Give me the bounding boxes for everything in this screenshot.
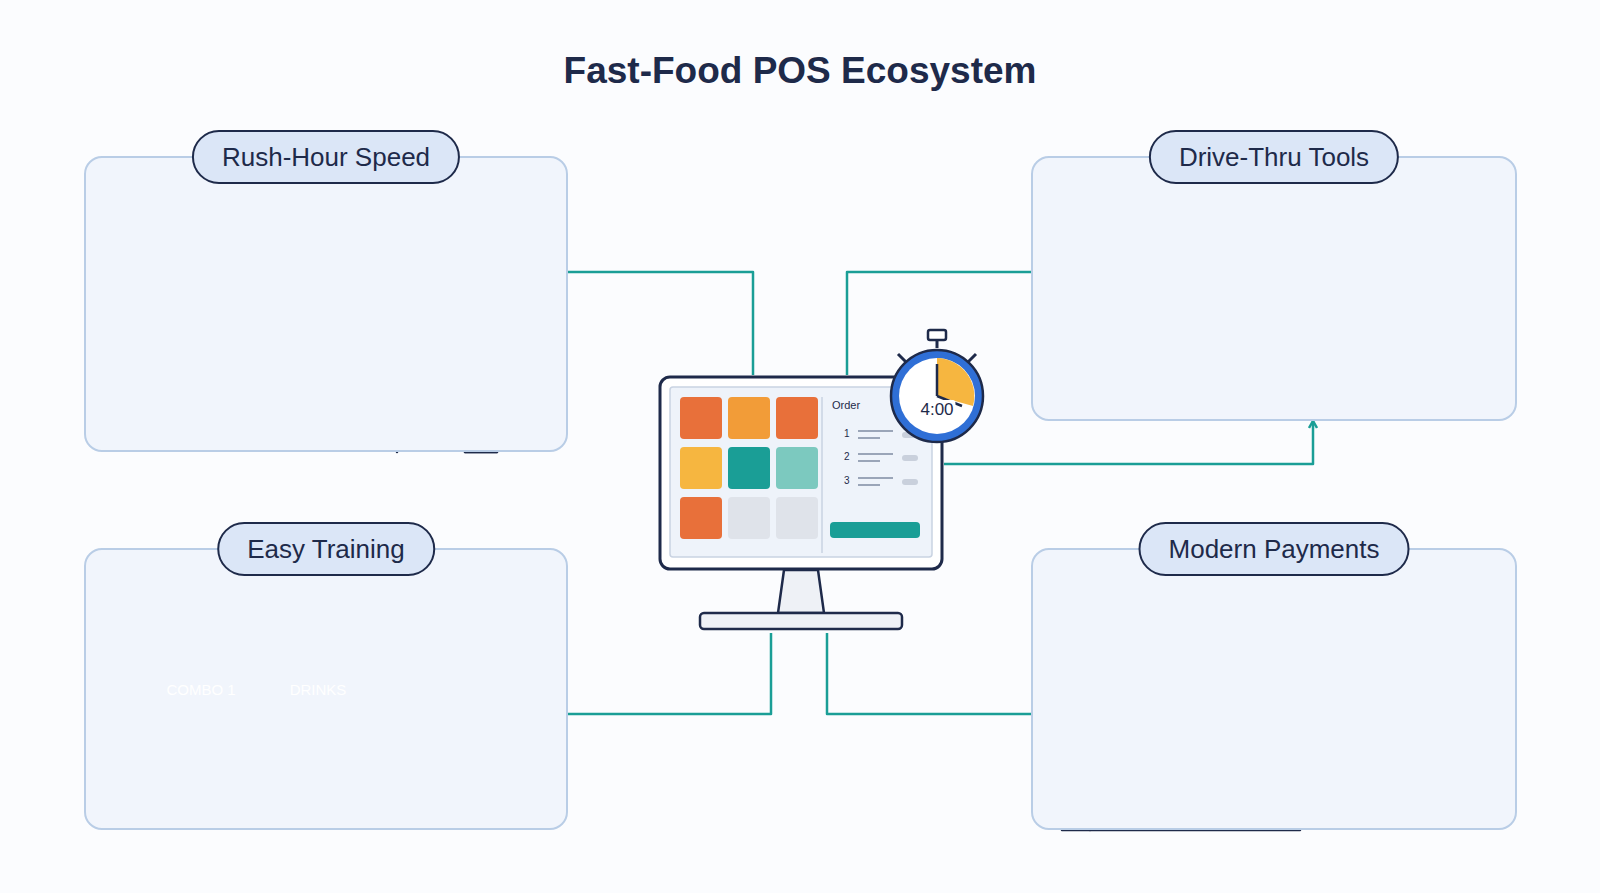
menu-tile [776,397,818,439]
feature-panel: Modern Payments [1031,548,1517,830]
tile-label: COMBO 1 [166,681,235,698]
order-line [858,431,893,438]
tile-label: DRINKS [290,681,347,698]
screen-heading: Order [832,399,860,411]
panel-heading: Rush-Hour Speed [192,130,460,184]
stopwatch-sector [937,358,974,406]
panel-heading: Easy Training [217,522,435,576]
menu-tile [776,497,818,539]
monitor-base [700,613,902,629]
menu-tile [728,447,770,489]
menu-tile [680,397,722,439]
order-line [858,454,893,461]
stopwatch [882,326,992,446]
stopwatch-rim [891,350,983,442]
divider [821,397,823,553]
monitor-screen [670,387,932,557]
connector [827,633,1031,714]
monitor-neck [778,570,824,613]
order-number: 1 [844,428,850,439]
order-line [858,478,893,485]
menu-tile [728,497,770,539]
timer-readout: 4:00 [918,400,955,420]
pay-button [830,522,920,538]
connector [568,272,753,375]
panel-heading: Drive-Thru Tools [1149,130,1399,184]
order-price [902,479,918,485]
menu-tile [776,447,818,489]
order-number: 3 [844,475,850,486]
diagram-title: Fast-Food POS Ecosystem [564,50,1037,92]
order-price [902,455,918,461]
menu-tile [680,497,722,539]
feature-panel: Drive-Thru Tools [1031,156,1517,421]
panel-heading: Modern Payments [1139,522,1410,576]
menu-tile [728,397,770,439]
stopwatch-face [899,358,975,434]
order-number: 2 [844,451,850,462]
menu-tile [680,447,722,489]
feature-panel: Rush-Hour Speed [84,156,568,452]
connector [568,633,771,714]
stopwatch-crown [928,330,946,340]
connector [944,421,1313,464]
